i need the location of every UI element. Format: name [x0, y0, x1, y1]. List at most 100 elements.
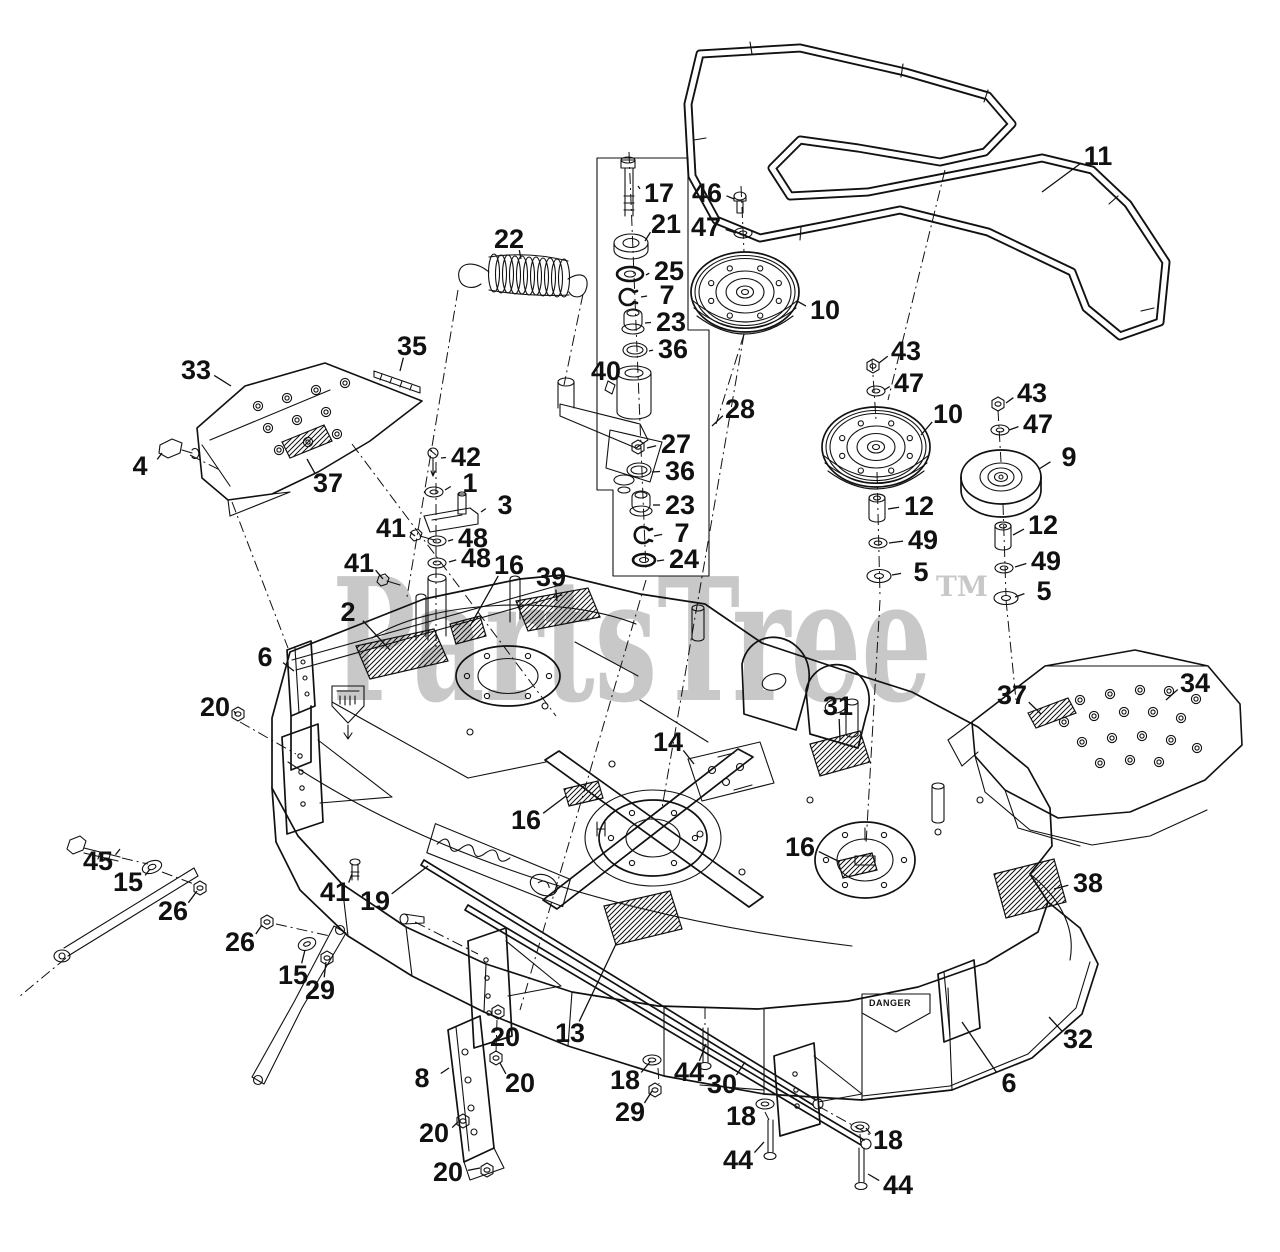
callout-number: 27 [661, 429, 691, 459]
danger-decal-left [331, 685, 365, 740]
callout-number: 21 [651, 209, 681, 239]
callout-number: 33 [181, 355, 211, 385]
sleeve [616, 365, 652, 420]
callout-18: 18 [610, 1061, 651, 1095]
decal-31 [809, 730, 871, 777]
callout-number: 43 [891, 336, 921, 366]
lift-rods [420, 859, 872, 1150]
decal-37b [1027, 697, 1077, 729]
svg-text:DANGER: DANGER [869, 998, 911, 1008]
callout-8: 8 [414, 1063, 450, 1093]
callout-34: 34 [1165, 668, 1210, 701]
callout-number: 2 [340, 597, 355, 627]
idler-spring [458, 253, 588, 298]
callout-47: 47 [883, 368, 924, 398]
callout-number: 15 [113, 867, 143, 897]
callout-3: 3 [480, 490, 513, 520]
washer-47b [866, 385, 886, 397]
callout-number: 1 [462, 468, 477, 498]
callout-41: 41 [320, 873, 353, 907]
callout-16: 16 [785, 832, 841, 863]
callout-7: 7 [640, 280, 675, 310]
callout-28: 28 [711, 394, 755, 427]
callout-number: 7 [674, 518, 689, 548]
decal-13 [603, 890, 683, 946]
callout-number: 47 [691, 212, 721, 242]
left-strap-linkage [251, 914, 347, 1086]
seal-36 [622, 342, 648, 358]
decal-37a [281, 424, 333, 459]
callout-number: 7 [659, 280, 674, 310]
callout-number: 10 [810, 295, 840, 325]
callout-12: 12 [1012, 510, 1058, 540]
latch-bracket-3 [423, 491, 479, 533]
mid-front-bracket [467, 927, 562, 1049]
callout-number: 15 [278, 960, 308, 990]
callout-36: 36 [651, 456, 695, 486]
callout-41: 41 [376, 513, 416, 543]
nut-43b [991, 396, 1005, 412]
washer-5b [993, 590, 1019, 606]
callout-number: 46 [692, 178, 722, 208]
callout-10: 10 [796, 295, 840, 325]
callout-number: 19 [360, 886, 390, 916]
callout-number: 13 [555, 1018, 585, 1048]
callout-number: 36 [665, 456, 695, 486]
rear-left-bracket [286, 640, 316, 771]
callout-number: 48 [461, 543, 491, 573]
key-40 [604, 380, 616, 395]
callout-number: 37 [997, 680, 1027, 710]
callout-number: 18 [726, 1101, 756, 1131]
deck-hardware [231, 447, 870, 1191]
callout-number: 11 [1084, 141, 1113, 171]
callout-number: 22 [494, 224, 524, 254]
spindle-openings [455, 645, 916, 899]
right-front-bracket [773, 1042, 863, 1137]
bolt-44c [854, 1147, 868, 1191]
callout-14: 14 [653, 727, 695, 765]
callout-number: 38 [1073, 868, 1103, 898]
callout-number: 43 [1017, 378, 1047, 408]
callout-number: 37 [313, 468, 343, 498]
callout-26: 26 [158, 890, 198, 926]
pivot-post [427, 573, 447, 641]
callout-24: 24 [656, 544, 699, 574]
bolt-44b [763, 1119, 777, 1161]
bolt-41d [399, 913, 425, 925]
decal-16a [449, 615, 487, 645]
callout-number: 41 [344, 548, 374, 578]
callout-number: 18 [610, 1065, 640, 1095]
decal-38 [993, 858, 1067, 919]
callout-27: 27 [646, 429, 691, 459]
callout-number: 4 [132, 451, 147, 481]
callout-20: 20 [200, 692, 237, 722]
callout-number: 20 [490, 1022, 520, 1052]
bolt-41a [409, 528, 435, 542]
callout-number: 3 [497, 490, 512, 520]
brand-logo-decal [426, 823, 571, 908]
c-clip-7 [618, 287, 639, 307]
callout-number: 42 [451, 442, 481, 472]
knob-4 [158, 438, 200, 460]
callout-number: 36 [658, 334, 688, 364]
callout-6: 6 [257, 642, 295, 672]
bolt-41c [349, 858, 361, 881]
callout-19: 19 [360, 865, 429, 916]
callout-number: 20 [505, 1068, 535, 1098]
wear-bracket-8 [447, 1015, 505, 1181]
callout-25: 25 [645, 256, 684, 286]
nut-29b [648, 1082, 662, 1098]
callout-number: 24 [669, 544, 699, 574]
right-baffle [937, 959, 981, 1043]
decal-16b [563, 780, 604, 807]
callout-37: 37 [306, 458, 343, 498]
callout-22: 22 [494, 224, 524, 260]
flat-idler-pulley-9 [960, 396, 1042, 606]
callout-48: 48 [447, 523, 488, 553]
callout-number: 32 [1063, 1024, 1093, 1054]
callout-49: 49 [1014, 546, 1061, 576]
callout-number: 20 [419, 1118, 449, 1148]
callout-45: 45 [83, 846, 121, 876]
